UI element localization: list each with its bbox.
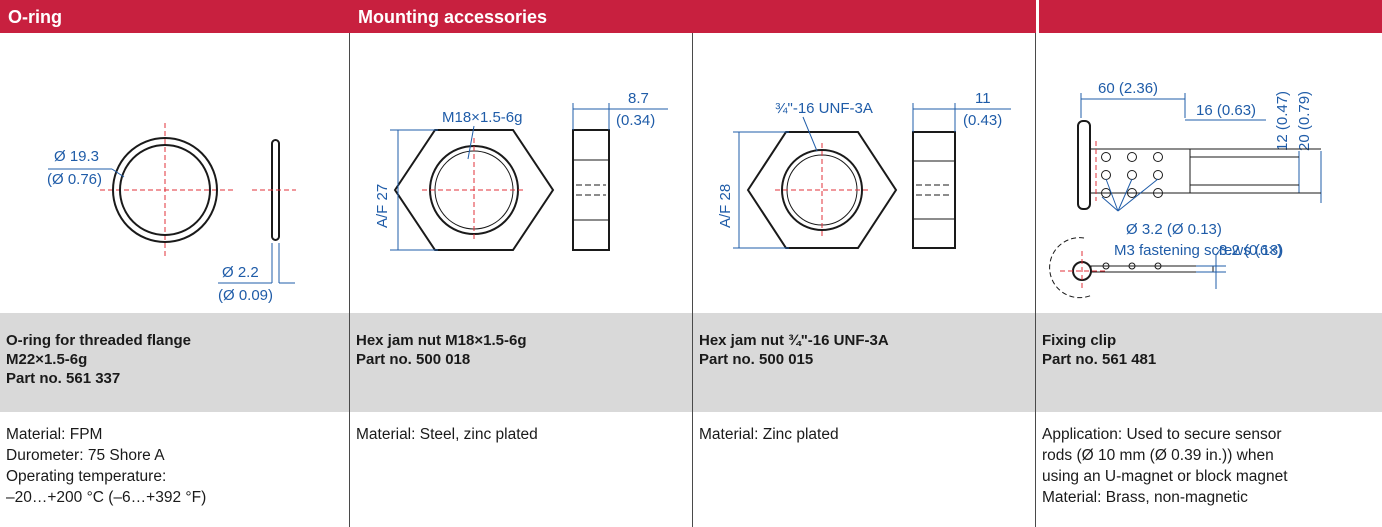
name-line: Hex jam nut M18×1.5-6g xyxy=(356,332,527,349)
dim-cross-section: Ø 2.2 xyxy=(222,264,259,281)
dim-thread: ¾"-16 UNF-3A xyxy=(775,100,873,117)
product-hex-nut-unf: A/F 28 ¾"-16 UNF-3A 11 (0.43) Hex jam nu… xyxy=(693,33,1036,527)
hex-nut-unf-description: Material: Zinc plated xyxy=(693,412,1035,527)
product-oring: Ø 19.3 (Ø 0.76) Ø 2.2 (Ø 0.09) O-ring fo… xyxy=(0,33,350,527)
name-line: Fixing clip xyxy=(1042,332,1117,349)
dim-length: 60 (2.36) xyxy=(1098,80,1158,97)
oring-description: Material: FPM Durometer: 75 Shore A Oper… xyxy=(0,412,349,527)
dim-cross-section-in: (Ø 0.09) xyxy=(218,287,273,304)
desc-line: Material: Zinc plated xyxy=(699,426,839,443)
dim-across-flats: A/F 27 xyxy=(374,184,391,228)
dim-across-flats: A/F 28 xyxy=(717,184,734,228)
dim-screws: M3 fastening screws (6×) xyxy=(1114,242,1282,259)
desc-line: Material: Steel, zinc plated xyxy=(356,426,538,443)
dim-thickness: 3.2 (0.13) xyxy=(1219,242,1283,259)
oring-name: O-ring for threaded flange M22×1.5-6g Pa… xyxy=(0,313,349,412)
dim-hole-spacing: 16 (0.63) xyxy=(1196,102,1256,119)
fixing-clip-name: Fixing clip Part no. 561 481 xyxy=(1036,313,1382,412)
part-number: Part no. 561 481 xyxy=(1042,351,1157,368)
dim-thickness: 8.7 xyxy=(628,90,649,107)
section-header-bar: O-ring Mounting accessories xyxy=(0,0,1382,33)
part-number: Part no. 500 015 xyxy=(699,351,814,368)
part-number: Part no. 500 018 xyxy=(356,351,471,368)
dim-thread: M18×1.5-6g xyxy=(442,109,522,126)
desc-line: Durometer: 75 Shore A xyxy=(6,447,165,464)
dim-outer-dia-in: (Ø 0.76) xyxy=(47,171,102,188)
name-line: M22×1.5-6g xyxy=(6,351,88,368)
part-number: Part no. 561 337 xyxy=(6,370,121,387)
desc-line: using an U-magnet or block magnet xyxy=(1042,468,1288,485)
desc-line: rods (Ø 10 mm (Ø 0.39 in.)) when xyxy=(1042,447,1274,464)
section-title-mounting: Mounting accessories xyxy=(358,7,548,27)
desc-line: –20…+200 °C (–6…+392 °F) xyxy=(6,489,207,506)
name-line: O-ring for threaded flange xyxy=(6,332,192,349)
hex-nut-unf-name: Hex jam nut ¾"-16 UNF-3A Part no. 500 01… xyxy=(693,313,1035,412)
dim-thickness-in: (0.34) xyxy=(616,112,655,129)
oring-drawing: Ø 19.3 (Ø 0.76) Ø 2.2 (Ø 0.09) xyxy=(0,33,349,313)
name-line: Hex jam nut ¾"-16 UNF-3A xyxy=(699,332,889,349)
desc-line: Application: Used to secure sensor xyxy=(1042,426,1282,443)
product-hex-nut-m18: A/F 27 M18×1.5-6g 8.7 (0.34) Hex jam nut… xyxy=(350,33,693,527)
hex-nut-m18-name: Hex jam nut M18×1.5-6g Part no. 500 018 xyxy=(350,313,692,412)
product-fixing-clip: 60 (2.36) 16 (0.63) 12 (0.47) 20 (0.79) xyxy=(1036,33,1382,527)
desc-line: Material: Brass, non-magnetic xyxy=(1042,489,1248,506)
section-title-oring: O-ring xyxy=(8,7,62,27)
hex-nut-m18-drawing: A/F 27 M18×1.5-6g 8.7 (0.34) xyxy=(350,33,692,313)
dim-height2: 20 (0.79) xyxy=(1296,91,1313,151)
desc-line: Material: FPM xyxy=(6,426,103,443)
hex-nut-unf-drawing: A/F 28 ¾"-16 UNF-3A 11 (0.43) xyxy=(693,33,1035,313)
fixing-clip-description: Application: Used to secure sensor rods … xyxy=(1036,412,1382,527)
header-divider xyxy=(1036,0,1039,33)
dim-hole-dia: Ø 3.2 (Ø 0.13) xyxy=(1126,221,1222,238)
desc-line: Operating temperature: xyxy=(6,468,167,485)
fixing-clip-drawing: 60 (2.36) 16 (0.63) 12 (0.47) 20 (0.79) xyxy=(1036,33,1382,313)
dim-height1: 12 (0.47) xyxy=(1274,91,1291,151)
hex-nut-m18-description: Material: Steel, zinc plated xyxy=(350,412,692,527)
dim-thickness-in: (0.43) xyxy=(963,112,1002,129)
dim-thickness: 11 xyxy=(975,90,991,107)
dim-outer-dia: Ø 19.3 xyxy=(54,148,99,165)
